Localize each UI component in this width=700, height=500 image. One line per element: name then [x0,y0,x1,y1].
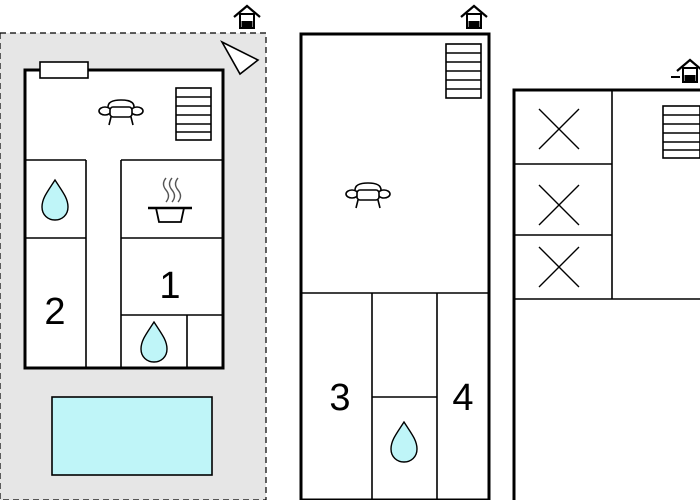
window-marker [39,61,89,79]
stairs-icon [662,105,700,159]
first-floor-walls [301,292,489,500]
room-number-1: 1 [159,265,180,307]
ground-floor-plan: 1 2 [0,4,267,500]
second-floor-plan [512,58,700,500]
stairs-icon [445,43,482,99]
second-floor-walls [514,90,700,300]
north-arrow-icon [220,40,260,76]
ground-floor-walls [25,159,223,368]
room-number-3: 3 [329,377,350,419]
first-floor-outline [299,32,491,500]
cooking-pot-icon [148,177,192,223]
house-entrance-icon [671,58,700,84]
stairs-icon [175,87,212,141]
room-number-4: 4 [452,377,473,419]
room-number-2: 2 [44,291,65,333]
house-entrance-icon [232,4,262,30]
first-floor-plan: 3 4 [299,4,491,500]
house-entrance-icon [459,4,489,30]
swimming-pool [51,396,213,476]
